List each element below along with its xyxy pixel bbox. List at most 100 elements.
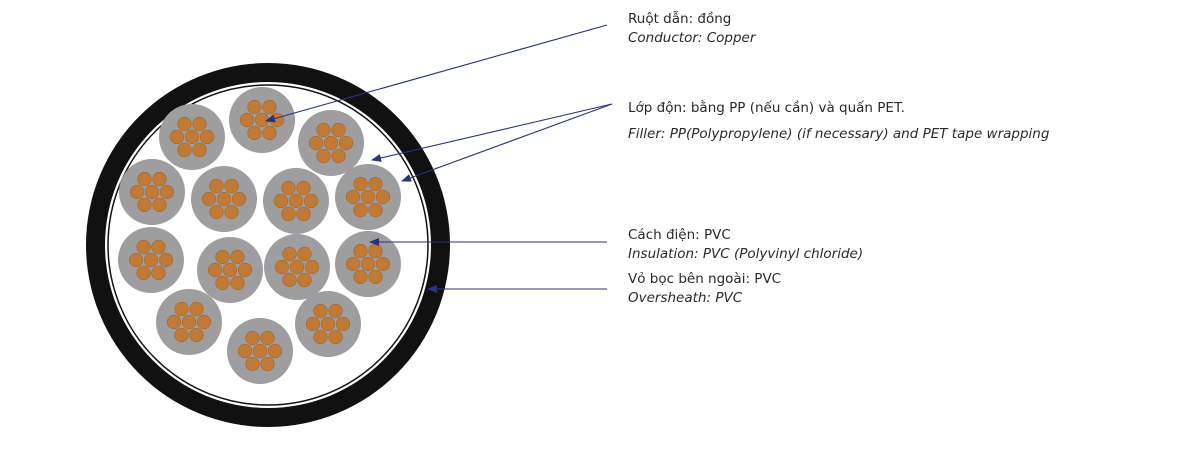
conductor-label-vi: Ruột dẫn: đồng (628, 11, 732, 27)
conductor-strand (151, 239, 166, 255)
conductor-strand (335, 316, 351, 332)
cable-core (227, 318, 293, 384)
conductor-strand (237, 343, 253, 359)
conductor-strand (305, 316, 321, 332)
conductor-strand (353, 269, 368, 285)
cable-core (118, 227, 184, 293)
conductor-strand (353, 243, 368, 259)
conductor-strand (328, 329, 343, 345)
cable-core (295, 291, 361, 357)
filler-callout: Lớp độn: bằng PP (nếu cần) và quấn PET. … (628, 99, 1049, 144)
conductor-strand (313, 329, 328, 345)
conductor-strand (231, 191, 247, 207)
conductor-strand (196, 314, 212, 330)
conductor-strand (320, 316, 336, 332)
oversheath-callout: Vỏ bọc bên ngoài: PVC Oversheath: PVC (628, 270, 781, 308)
conductor-strand (368, 202, 383, 218)
cable-core (159, 104, 225, 170)
conductor-strand (207, 262, 223, 278)
conductor-strand (282, 246, 297, 262)
conductor-strand (189, 301, 204, 317)
conductor-strand (237, 262, 253, 278)
conductor-strand (254, 112, 270, 128)
conductor-strand (331, 148, 346, 164)
conductor-strand (328, 303, 343, 319)
conductor-strand (247, 99, 262, 115)
conductor-strand (215, 275, 230, 291)
conductor-strand (360, 189, 376, 205)
conductor-strand (296, 206, 311, 222)
filler-label-en: Filler: PP(Polypropylene) (if necessary)… (628, 126, 1050, 142)
conductor-label-en: Conductor: Copper (628, 30, 756, 46)
conductor-strand (316, 122, 331, 138)
cable-core (263, 168, 329, 234)
conductor-strand (260, 356, 275, 372)
conductor-strand (201, 191, 217, 207)
conductor-strand (209, 204, 224, 220)
cable-core (191, 166, 257, 232)
cable-core (229, 87, 295, 153)
conductor-strand (331, 122, 346, 138)
conductor-strand (353, 176, 368, 192)
filler-leader-line-outer (401, 103, 613, 182)
conductor-strand (136, 265, 151, 281)
oversheath-label-en: Oversheath: PVC (628, 290, 743, 306)
conductor-strand (316, 148, 331, 164)
filler-leader-line-inner (371, 103, 613, 162)
conductor-strand (174, 327, 189, 343)
conductor-strand (313, 303, 328, 319)
conductor-strand (245, 356, 260, 372)
conductor-strand (152, 197, 167, 213)
conductor-strand (192, 142, 207, 158)
insulation-label-en: Insulation: PVC (Polyvinyl chloride) (628, 246, 864, 262)
conductor-strand (262, 99, 277, 115)
conductor-strand (273, 193, 289, 209)
conductor-strand (166, 314, 182, 330)
conductor-strand (269, 112, 285, 128)
conductor-strand (159, 184, 175, 200)
conductor-strand (177, 142, 192, 158)
pet-tape-wrap (107, 84, 429, 406)
conductor-strand (216, 191, 232, 207)
conductor-strand (360, 256, 376, 272)
cable-core (335, 164, 401, 230)
conductor-strand (152, 171, 167, 187)
insulation-callout: Cách điện: PVC Insulation: PVC (Polyviny… (628, 226, 863, 264)
conductor-strand (281, 206, 296, 222)
conductor-strand (353, 202, 368, 218)
conductor-strand (252, 343, 268, 359)
conductor-strand (308, 135, 324, 151)
conductor-strand (288, 193, 304, 209)
conductor-strand (177, 116, 192, 132)
cable-core (335, 231, 401, 297)
conductor-strand (368, 243, 383, 259)
conductor-strand (144, 184, 160, 200)
conductor-strand (289, 259, 305, 275)
conductor-strand (192, 116, 207, 132)
oversheath-label-vi: Vỏ bọc bên ngoài: PVC (628, 271, 782, 287)
conductor-leader-line (265, 24, 608, 123)
conductor-strand (282, 272, 297, 288)
conductor-strand (151, 265, 166, 281)
cable-core (156, 289, 222, 355)
conductor-strand (181, 314, 197, 330)
conductor-strand (345, 189, 361, 205)
conductor-strand (245, 330, 260, 346)
conductor-strand (199, 129, 215, 145)
conductor-strand (143, 252, 159, 268)
conductor-strand (137, 171, 152, 187)
conductor-strand (184, 129, 200, 145)
conductor-strand (375, 189, 391, 205)
conductor-strand (338, 135, 354, 151)
conductor-strand (281, 180, 296, 196)
cable-core (197, 237, 263, 303)
cable-core (119, 159, 185, 225)
conductor-strand (296, 180, 311, 196)
conductor-strand (303, 193, 319, 209)
conductor-strand (304, 259, 320, 275)
conductor-strand (297, 272, 312, 288)
conductor-strand (262, 125, 277, 141)
conductor-strand (222, 262, 238, 278)
conductor-callout: Ruột dẫn: đồng Conductor: Copper (628, 10, 755, 48)
